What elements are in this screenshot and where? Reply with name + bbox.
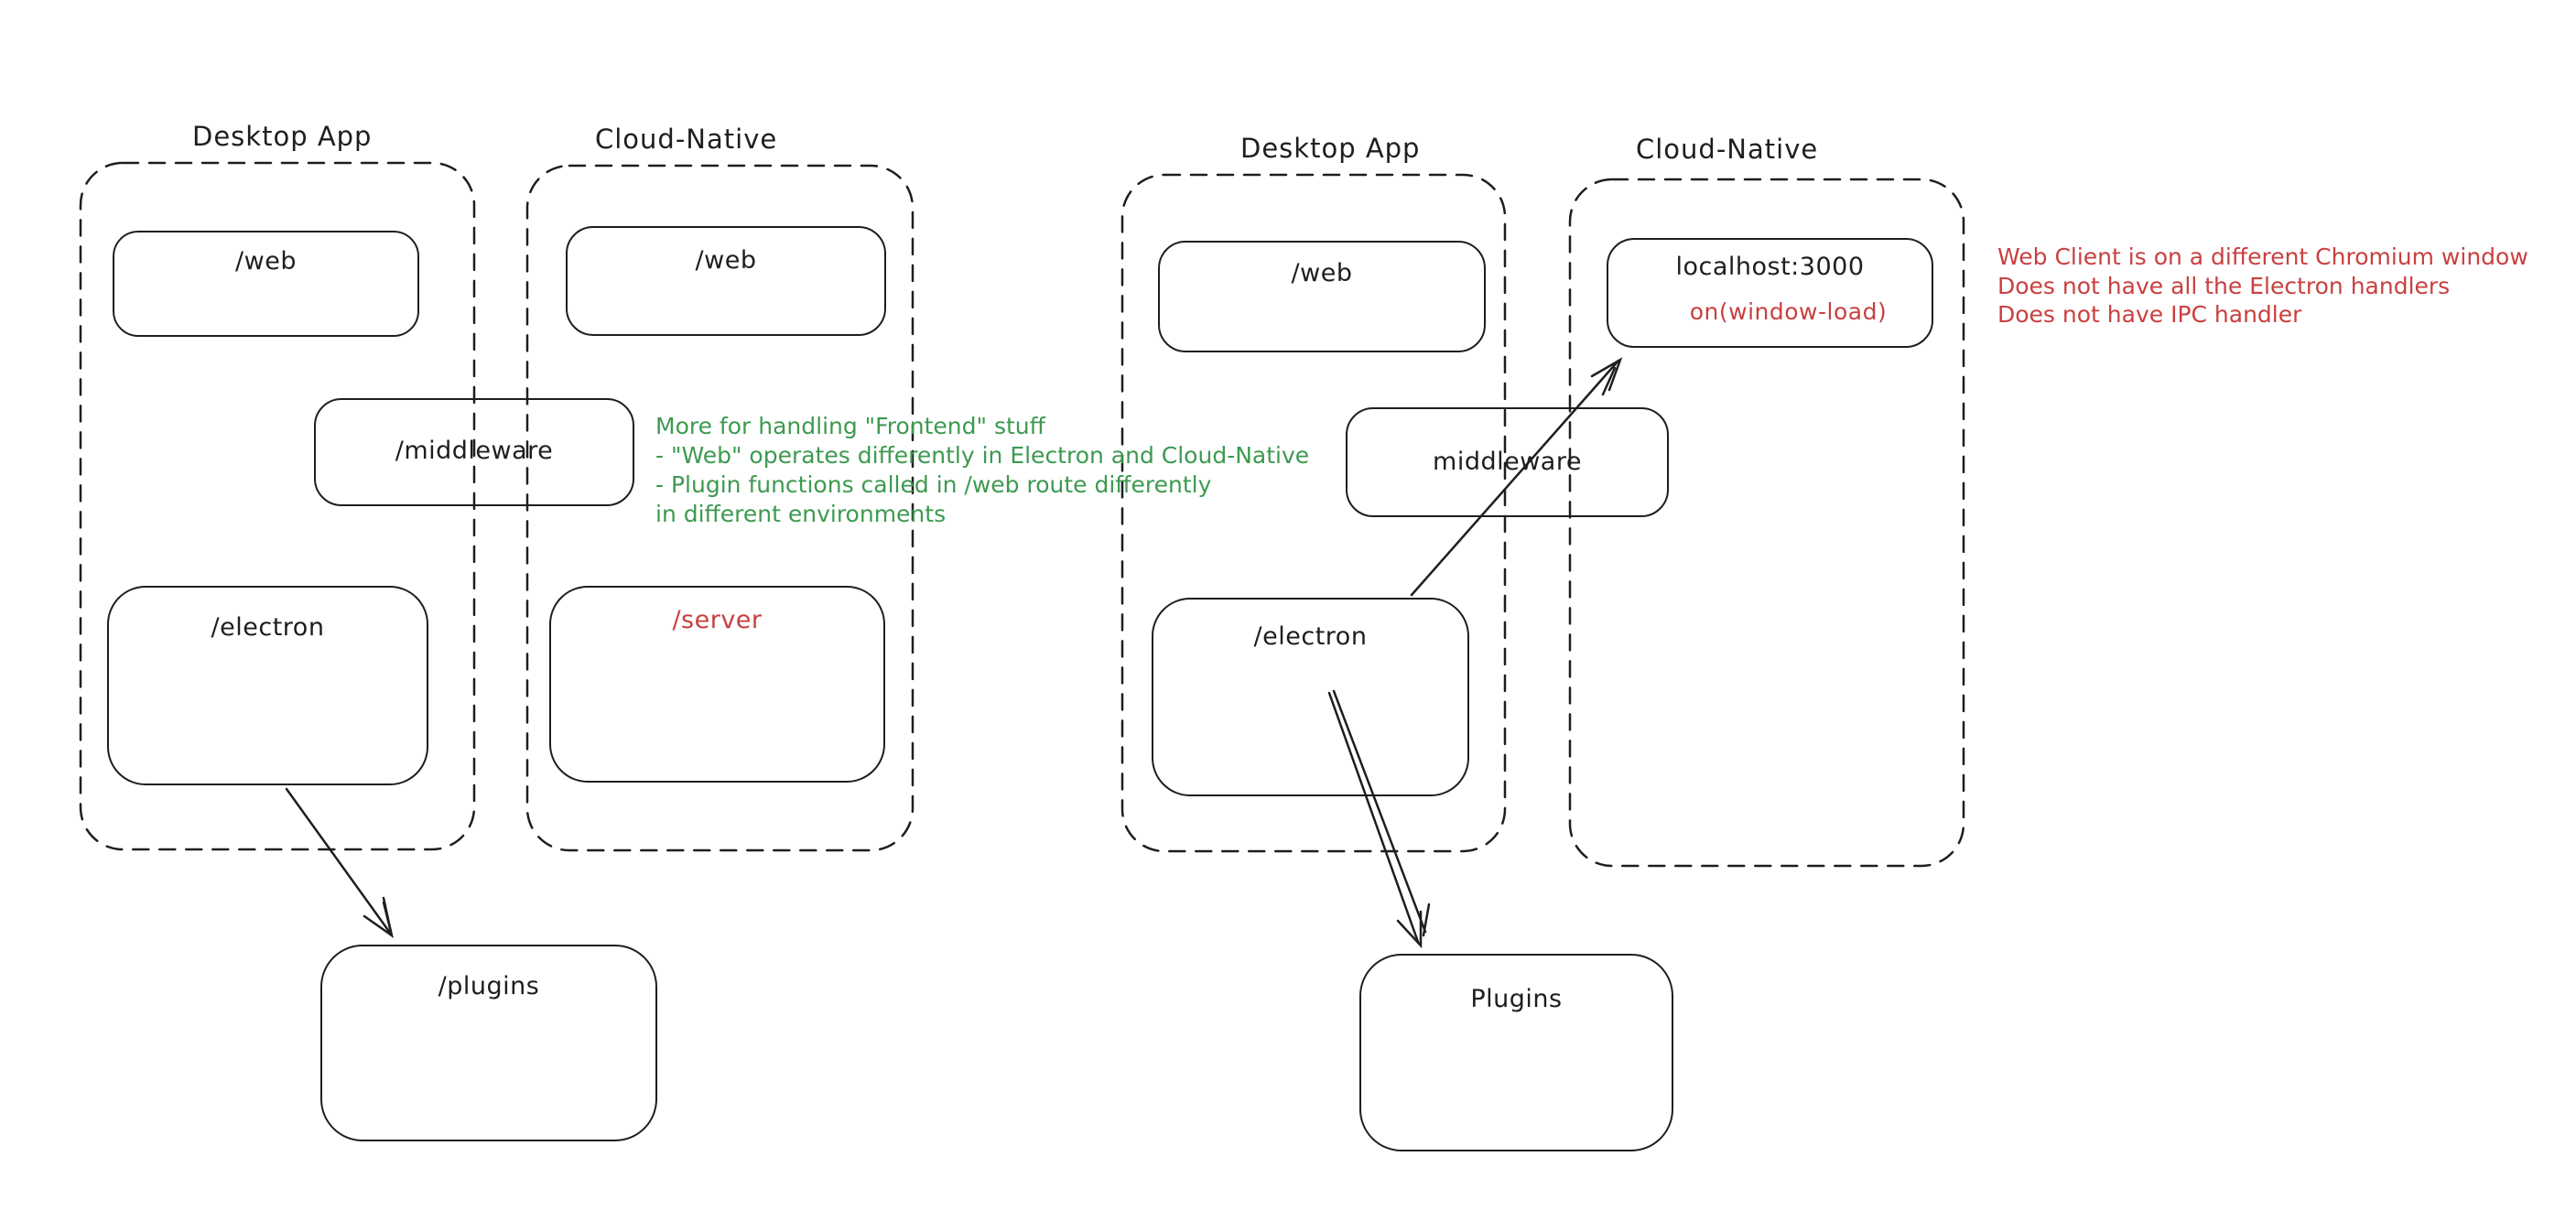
right-electron-label: /electron: [1253, 622, 1368, 651]
left-cloud-web-label: /web: [695, 246, 757, 275]
arrow-left-electron-to-plugins: [285, 787, 395, 938]
right-plugins-label: Plugins: [1470, 985, 1563, 1013]
left-electron-box: /electron: [107, 586, 428, 785]
right-cloud-native-label: Cloud-Native: [1636, 134, 1819, 165]
green-note-line-4: in different environments: [655, 501, 947, 527]
red-note-line-1: Web Client is on a different Chromium wi…: [1997, 243, 2528, 270]
right-desktop-web-label: /web: [1291, 259, 1353, 287]
left-plugins-label: /plugins: [438, 972, 540, 1000]
left-middleware-box: /middleware: [314, 398, 634, 506]
left-plugins-box: /plugins: [320, 945, 657, 1141]
left-desktop-web-box: /web: [113, 231, 419, 337]
left-cloud-native-container: [525, 164, 915, 852]
left-server-label: /server: [672, 606, 763, 634]
left-cloud-native-label: Cloud-Native: [595, 124, 778, 155]
right-middleware-label: middleware: [1433, 448, 1582, 476]
arrow-right-electron-to-plugins: [1327, 689, 1431, 949]
right-desktop-web-box: /web: [1158, 241, 1486, 352]
arrow-right-electron-to-localhost: [1410, 357, 1623, 597]
right-plugins-box: Plugins: [1359, 954, 1673, 1151]
left-desktop-web-label: /web: [235, 247, 297, 276]
localhost-label: localhost:3000: [1675, 253, 1865, 281]
green-note: More for handling "Frontend" stuff - "We…: [655, 412, 1309, 529]
localhost-box: localhost:3000 on(window-load): [1607, 238, 1933, 348]
left-middleware-label: /middleware: [395, 437, 554, 465]
red-note-line-2: Does not have all the Electron handlers: [1997, 272, 2451, 299]
right-electron-box: /electron: [1152, 598, 1469, 796]
left-desktop-app-container: [79, 161, 476, 851]
left-electron-label: /electron: [211, 613, 325, 642]
right-middleware-box: middleware: [1346, 407, 1669, 517]
red-note-line-3: Does not have IPC handler: [1997, 301, 2302, 328]
green-note-line-2: - "Web" operates differently in Electron…: [655, 442, 1310, 469]
left-desktop-app-label: Desktop App: [192, 121, 373, 152]
green-note-line-1: More for handling "Frontend" stuff: [655, 413, 1045, 439]
left-server-box: /server: [549, 586, 885, 783]
left-cloud-web-box: /web: [566, 226, 886, 336]
right-desktop-app-label: Desktop App: [1240, 133, 1421, 164]
right-desktop-app-container: [1120, 173, 1507, 853]
right-cloud-native-container: [1568, 178, 1965, 868]
on-window-load-label: on(window-load): [1689, 298, 1888, 325]
green-note-line-3: - Plugin functions called in /web route …: [655, 471, 1212, 498]
red-note: Web Client is on a different Chromium wi…: [1997, 243, 2528, 330]
